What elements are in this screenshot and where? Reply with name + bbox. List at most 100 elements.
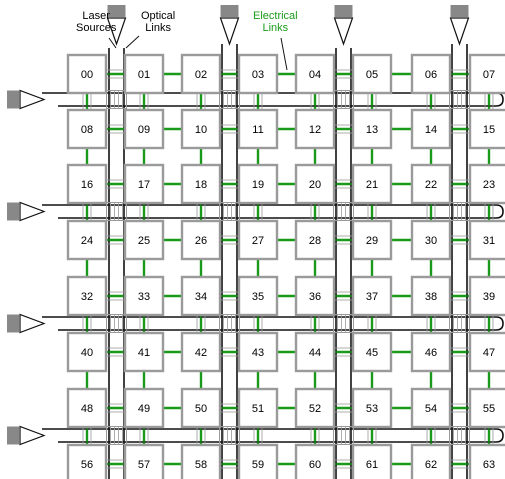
node-35 xyxy=(237,275,279,317)
node-10 xyxy=(180,108,222,150)
node-label-53: 53 xyxy=(366,403,378,415)
optical-crossing xyxy=(106,202,127,221)
node-label-00: 00 xyxy=(81,69,93,81)
node-43 xyxy=(237,331,279,373)
node-50 xyxy=(180,387,222,429)
optical-crossing xyxy=(219,202,240,221)
node-08 xyxy=(66,108,108,150)
node-label-57: 57 xyxy=(138,459,150,471)
laser-sources-leader xyxy=(108,37,117,49)
node-label-32: 32 xyxy=(81,291,93,303)
node-47 xyxy=(468,331,505,373)
node-label-44: 44 xyxy=(309,347,321,359)
node-label-61: 61 xyxy=(366,459,378,471)
node-label-01: 01 xyxy=(138,69,150,81)
node-41 xyxy=(123,331,165,373)
node-label-50: 50 xyxy=(195,403,207,415)
node-label-26: 26 xyxy=(195,235,207,247)
node-label-11: 11 xyxy=(252,124,263,136)
optical-waveguide-h xyxy=(42,204,504,219)
node-00 xyxy=(66,53,108,95)
node-label-28: 28 xyxy=(309,235,321,247)
node-52 xyxy=(294,387,336,429)
node-25 xyxy=(123,219,165,261)
node-label-04: 04 xyxy=(309,69,321,81)
laser-source-left xyxy=(19,201,46,222)
node-label-35: 35 xyxy=(252,291,264,303)
node-26 xyxy=(180,219,222,261)
node-04 xyxy=(294,53,336,95)
node-55 xyxy=(468,387,505,429)
node-label-27: 27 xyxy=(252,235,264,247)
node-label-55: 55 xyxy=(483,403,495,415)
node-label-08: 08 xyxy=(81,124,93,136)
node-38 xyxy=(410,275,452,317)
node-54 xyxy=(410,387,452,429)
optical-crossing xyxy=(106,426,127,445)
optical-crossing xyxy=(106,314,127,333)
laser-source-top xyxy=(449,17,470,46)
node-17 xyxy=(123,163,165,205)
node-label-07: 07 xyxy=(483,69,495,81)
node-label-58: 58 xyxy=(195,459,207,471)
node-label-62: 62 xyxy=(425,459,437,471)
node-label-25: 25 xyxy=(138,235,150,247)
node-label-10: 10 xyxy=(195,124,207,136)
node-12 xyxy=(294,108,336,150)
laser-source-left xyxy=(19,313,46,334)
node-label-38: 38 xyxy=(425,291,437,303)
node-label-49: 49 xyxy=(138,403,150,415)
node-20 xyxy=(294,163,336,205)
node-63 xyxy=(468,443,505,479)
node-58 xyxy=(180,443,222,479)
node-57 xyxy=(123,443,165,479)
node-label-18: 18 xyxy=(195,179,207,191)
node-label-36: 36 xyxy=(309,291,321,303)
node-label-43: 43 xyxy=(252,347,264,359)
node-label-02: 02 xyxy=(195,69,207,81)
node-22 xyxy=(410,163,452,205)
optical-crossing xyxy=(333,202,354,221)
optical-crossing xyxy=(333,314,354,333)
node-label-54: 54 xyxy=(425,403,437,415)
node-33 xyxy=(123,275,165,317)
node-49 xyxy=(123,387,165,429)
optical-crossing xyxy=(219,90,240,109)
node-01 xyxy=(123,53,165,95)
node-label-22: 22 xyxy=(425,179,437,191)
node-02 xyxy=(180,53,222,95)
node-42 xyxy=(180,331,222,373)
node-23 xyxy=(468,163,505,205)
node-label-09: 09 xyxy=(138,124,150,136)
node-31 xyxy=(468,219,505,261)
electrical-links-leader xyxy=(280,37,288,71)
node-label-13: 13 xyxy=(366,124,378,136)
node-37 xyxy=(351,275,393,317)
node-27 xyxy=(237,219,279,261)
laser-source-left xyxy=(19,425,46,446)
node-label-12: 12 xyxy=(309,124,321,136)
optical-links-leader xyxy=(125,35,140,49)
node-28 xyxy=(294,219,336,261)
node-51 xyxy=(237,387,279,429)
node-39 xyxy=(468,275,505,317)
node-label-47: 47 xyxy=(483,347,495,359)
node-label-23: 23 xyxy=(483,179,495,191)
node-18 xyxy=(180,163,222,205)
laser-source-left xyxy=(19,89,46,110)
node-30 xyxy=(410,219,452,261)
optical-crossing xyxy=(333,426,354,445)
laser-source-top xyxy=(333,17,354,46)
optical-crossing xyxy=(333,90,354,109)
node-label-39: 39 xyxy=(483,291,495,303)
node-label-46: 46 xyxy=(425,347,437,359)
node-label-45: 45 xyxy=(366,347,378,359)
node-29 xyxy=(351,219,393,261)
node-label-41: 41 xyxy=(138,347,150,359)
node-15 xyxy=(468,108,505,150)
optical-crossing xyxy=(219,314,240,333)
node-label-56: 56 xyxy=(81,459,93,471)
node-label-42: 42 xyxy=(195,347,207,359)
node-53 xyxy=(351,387,393,429)
node-label-52: 52 xyxy=(309,403,321,415)
